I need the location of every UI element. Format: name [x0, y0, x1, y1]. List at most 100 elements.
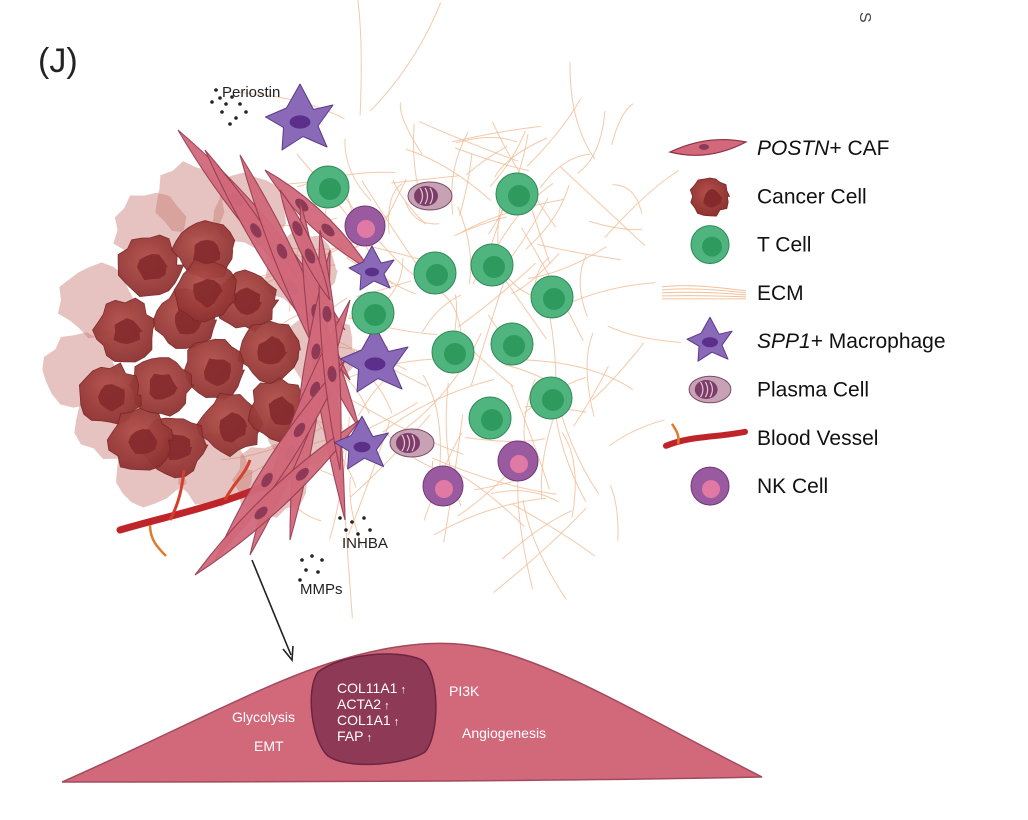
spp1-macrophage [333, 415, 389, 470]
upregulated-arrow: ↑ [367, 732, 373, 744]
ecm-fiber [586, 332, 595, 417]
blood-vessel-branch [168, 469, 186, 521]
legend-item-cancer-cell: Cancer Cell [689, 177, 867, 217]
blood-vessel-branch [148, 524, 167, 557]
ecm-fiber [382, 379, 494, 433]
pathway-glycolysis: Glycolysis [232, 709, 295, 725]
ecm-fiber [369, 2, 442, 112]
periostin-label: Periostin [222, 84, 280, 101]
inhba-label: INHBA [342, 535, 388, 552]
legend-label: Cancer Cell [757, 185, 867, 208]
caf-nucleus [276, 243, 288, 259]
ecm-fiber [422, 374, 441, 478]
blood-vessel-icon [663, 423, 748, 449]
ecm-fiber [405, 148, 492, 201]
postn-caf [194, 419, 361, 576]
ecm-fiber [391, 175, 459, 184]
ecm-fiber [607, 325, 682, 343]
t-cell [495, 172, 539, 216]
ecm-fiber [418, 121, 519, 162]
ecm-fiber [517, 475, 534, 590]
gene-fap: FAP [337, 728, 363, 744]
ecm-fiber [399, 102, 423, 155]
pathway-angiogenesis: Angiogenesis [462, 725, 546, 741]
legend-item-plasma-cell: Plasma Cell [688, 375, 869, 404]
ecm-fiber [525, 184, 570, 250]
legend-label: T Cell [757, 234, 811, 257]
ecm-fiber-icon [661, 285, 747, 300]
t-cells [306, 165, 574, 440]
legend-label: POSTN+ CAF [757, 137, 889, 160]
legend-item-postn-caf: POSTN+ CAF [668, 137, 889, 160]
cancer-cell-icon [689, 177, 731, 217]
ecm-fiber [493, 507, 587, 593]
legend-item-macrophage: SPP1+ Macrophage [686, 316, 946, 362]
upregulated-arrow: ↑ [394, 716, 400, 728]
ecm-fiber [459, 153, 473, 216]
macrophage-icon [686, 316, 733, 362]
ecm-fiber [611, 103, 634, 145]
t-cell [490, 322, 534, 366]
plasma-cell [407, 181, 453, 211]
ecm-fiber [350, 414, 431, 498]
ecm-fiber [465, 437, 546, 442]
caf-nucleus [321, 223, 335, 237]
blood-vessel-branch [223, 459, 252, 501]
nk-cell-icon [690, 466, 730, 506]
cancer-cell [237, 320, 301, 385]
caf-nucleus [261, 472, 273, 488]
ecm-fiber [356, 280, 412, 298]
gene-col11a1: COL11A1 [337, 680, 398, 696]
caf-nucleus [304, 248, 316, 264]
ecm-fiber [577, 110, 606, 174]
nk-cell [497, 440, 539, 482]
cancer-cell [173, 258, 237, 323]
t-cell [351, 291, 395, 335]
caf-enlarged-nucleus [310, 653, 437, 766]
spp1-macrophage [265, 83, 334, 151]
plasma-cell [389, 428, 435, 458]
ecm-fiber [392, 179, 426, 225]
cancer-cell [106, 407, 174, 471]
legend-item-ecm: ECM [661, 282, 804, 305]
ecm-fiber [559, 166, 646, 246]
caf-nucleus [327, 366, 337, 382]
cancer-cell [92, 297, 157, 363]
ecm-fiber [432, 457, 557, 495]
ecm-fiber [522, 500, 567, 600]
ecm-fiber [579, 254, 588, 317]
legend-label: Blood Vessel [757, 427, 878, 450]
ecm-fiber [494, 137, 548, 178]
ecm-fiber [512, 503, 595, 557]
nk-cell [422, 465, 464, 507]
ecm-fiber [457, 473, 525, 527]
cancer-cell [117, 234, 185, 298]
corner-fragment: S [856, 12, 873, 23]
inhba-secretion: INHBA [338, 516, 388, 552]
ecm-fiber [454, 216, 507, 237]
ecm-fiber [473, 480, 514, 491]
ecm-fiber [457, 262, 537, 328]
periostin-secretion: Periostin [210, 84, 280, 126]
ecm-fiber [465, 145, 508, 176]
mmps-secretion: MMPs [298, 554, 343, 598]
legend-item-blood-vessel: Blood Vessel [663, 423, 878, 450]
ecm-fiber [357, 381, 384, 417]
gene-acta2: ACTA2 [337, 696, 381, 712]
ecm-fiber [569, 61, 596, 160]
ecm-fiber [349, 476, 363, 548]
caf-nucleus [293, 422, 306, 438]
t-cell [306, 165, 350, 209]
gene-list: COL11A1↑ACTA2↑COL1A1↑FAP↑ [337, 680, 406, 744]
ecm-fiber [457, 206, 472, 285]
cancer-cell [184, 338, 246, 400]
caf-nucleus [322, 306, 332, 322]
ecm-fiber [490, 490, 559, 503]
spindle-fibroblast-icon [668, 138, 748, 156]
legend-label: ECM [757, 282, 804, 305]
t-cell [413, 251, 457, 295]
ecm-fiber [405, 201, 440, 225]
ecm-fiber [609, 419, 665, 446]
